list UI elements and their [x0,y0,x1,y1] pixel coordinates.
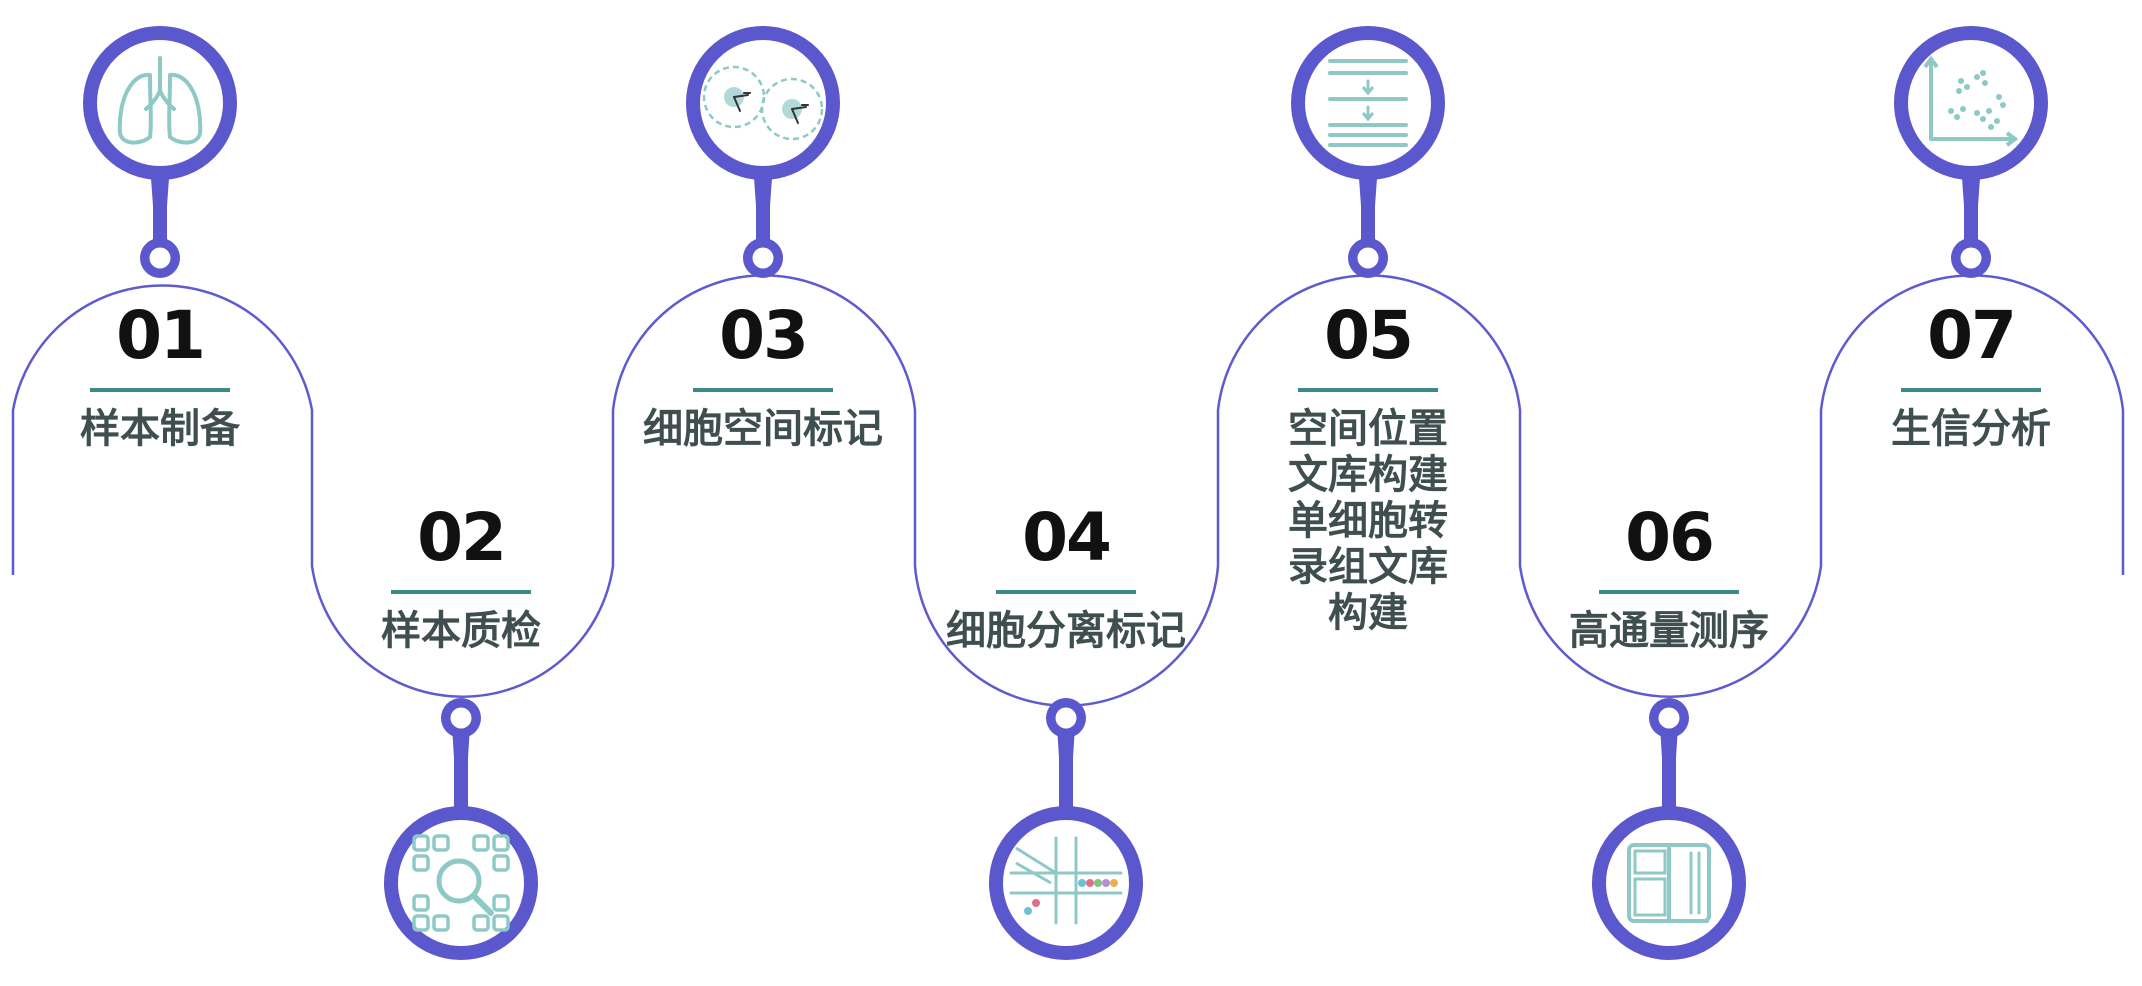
cells-icon [702,65,824,141]
step-underline-02 [391,590,531,594]
step-title-03: 细胞空间标记 [643,406,883,452]
step-title-02: 样本质检 [381,608,541,654]
library-layers-icon [1328,59,1408,147]
icon-ring-04 [989,806,1143,960]
step-title-01: 样本制备 [80,406,240,452]
step-title-04: 细胞分离标记 [946,608,1186,654]
icon-ring-05 [1291,26,1445,180]
serpentine-path [11,274,2125,707]
step-number-04: 04 [1022,499,1112,576]
scatter-plot-icon [1923,55,2019,147]
step-number-02: 02 [417,499,507,576]
magnifier-grid-icon [412,834,510,932]
step-number-06: 06 [1625,499,1715,576]
step-title-06: 高通量测序 [1569,608,1769,654]
sequencer-icon [1627,843,1711,923]
step-underline-06 [1599,590,1739,594]
step-number-03: 03 [719,297,809,374]
step-title-07: 生信分析 [1891,406,2051,452]
lungs-icon [117,56,203,145]
step-number-07: 07 [1927,297,2017,374]
step-underline-07 [1901,388,2041,392]
step-title-05: 空间位置 文库构建 单细胞转 录组文库 构建 [1288,406,1448,636]
step-underline-01 [90,388,230,392]
step-underline-05 [1298,388,1438,392]
icon-ring-01 [83,26,237,180]
microfluidic-icon [1009,836,1123,925]
step-underline-04 [996,590,1136,594]
step-number-01: 01 [116,297,206,374]
step-underline-03 [693,388,833,392]
step-number-05: 05 [1324,297,1414,374]
